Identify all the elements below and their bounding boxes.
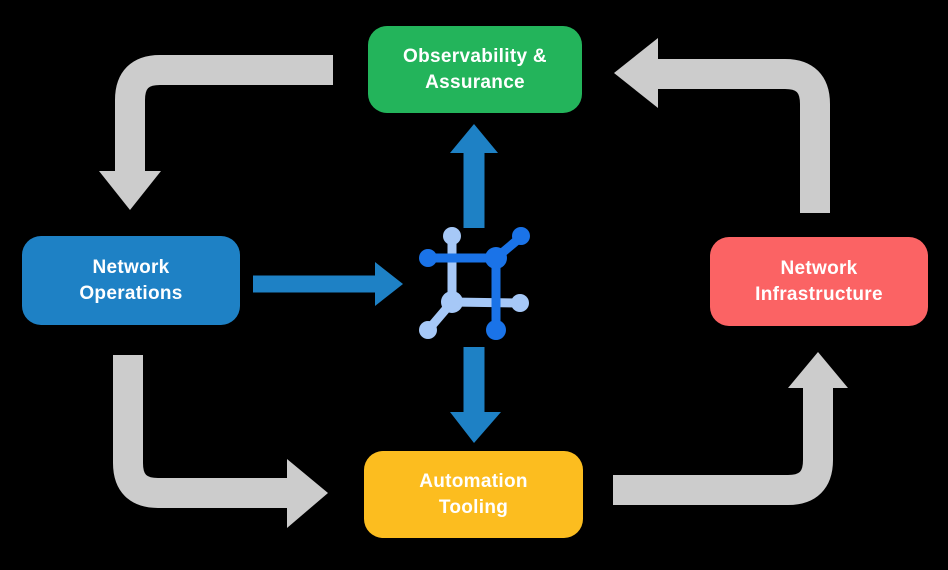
node-label-line: Network — [780, 257, 858, 279]
node-network-infrastructure: Network Infrastructure — [710, 237, 928, 326]
arrow-observability-to-network-operations — [99, 55, 333, 210]
arrow-network-infrastructure-to-observability — [614, 38, 830, 213]
network-node-icon — [419, 227, 530, 340]
arrow-network-operations-to-automation-tooling — [113, 355, 328, 528]
node-label-line: Observability & — [403, 45, 547, 67]
node-label-line: Assurance — [425, 71, 525, 93]
node-observability-assurance: Observability & Assurance — [368, 26, 582, 113]
node-label-line: Infrastructure — [755, 283, 883, 305]
arrow-network-operations-to-center-icon — [253, 262, 403, 306]
arrow-automation-tooling-to-network-infrastructure — [613, 352, 848, 505]
arrow-center-icon-to-observability — [450, 124, 498, 228]
arrow-center-icon-to-automation-tooling — [450, 347, 501, 443]
node-automation-tooling: Automation Tooling — [364, 451, 583, 538]
node-label-line: Tooling — [438, 496, 509, 518]
node-label-line: Operations — [79, 282, 183, 304]
node-label-line: Automation — [419, 470, 528, 492]
node-network-operations: Network Operations — [22, 236, 240, 325]
node-label-line: Network — [92, 256, 170, 278]
